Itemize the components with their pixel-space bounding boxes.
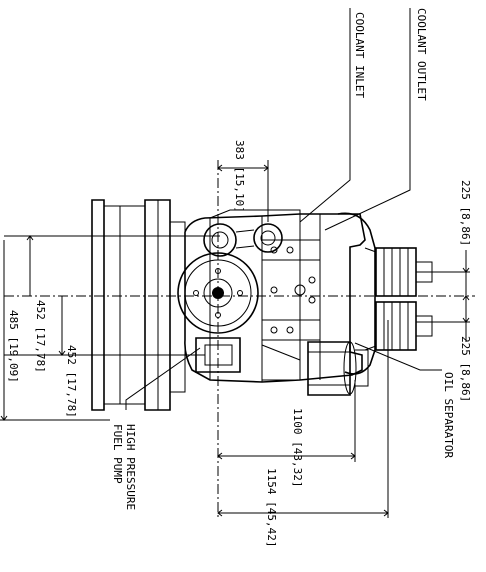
dim-text-225-bottom: 225 [8,86] <box>459 336 472 402</box>
air-filters <box>337 212 433 375</box>
leader-lines <box>125 8 442 410</box>
fuel-pump-body <box>195 337 301 381</box>
centerline <box>4 160 475 520</box>
dim-text-452-a: 452 [17,78] <box>34 300 47 373</box>
dim-text-1154: 1154 [45,42] <box>265 468 278 547</box>
flywheel-housing <box>91 199 186 411</box>
dim-text-485: 485 [19,09] <box>7 310 20 383</box>
dim-text-1100: 1100 [43,32] <box>291 408 304 487</box>
label-fuel-pump-1: HIGH PRESSURE <box>124 424 137 510</box>
label-oil-separator: OIL SEPARATOR <box>442 372 455 458</box>
dim-225 <box>416 250 470 342</box>
label-coolant-inlet: COOLANT INLET <box>353 12 366 98</box>
coolant-pump <box>203 209 301 257</box>
label-fuel-pump-2: FUEL PUMP <box>111 424 124 484</box>
oil-separator-canister <box>307 341 369 396</box>
label-coolant-outlet: COOLANT OUTLET <box>415 8 428 101</box>
engine-block <box>184 213 366 383</box>
dim-1100-1154 <box>217 320 389 518</box>
dim-text-452-b: 452 [17,78] <box>65 345 78 418</box>
dim-text-225-top: 225 [8,86] <box>459 180 472 246</box>
dim-383 <box>217 160 269 222</box>
dim-452-485 <box>0 235 220 421</box>
dim-text-383: 383 [15,10] <box>233 140 246 213</box>
